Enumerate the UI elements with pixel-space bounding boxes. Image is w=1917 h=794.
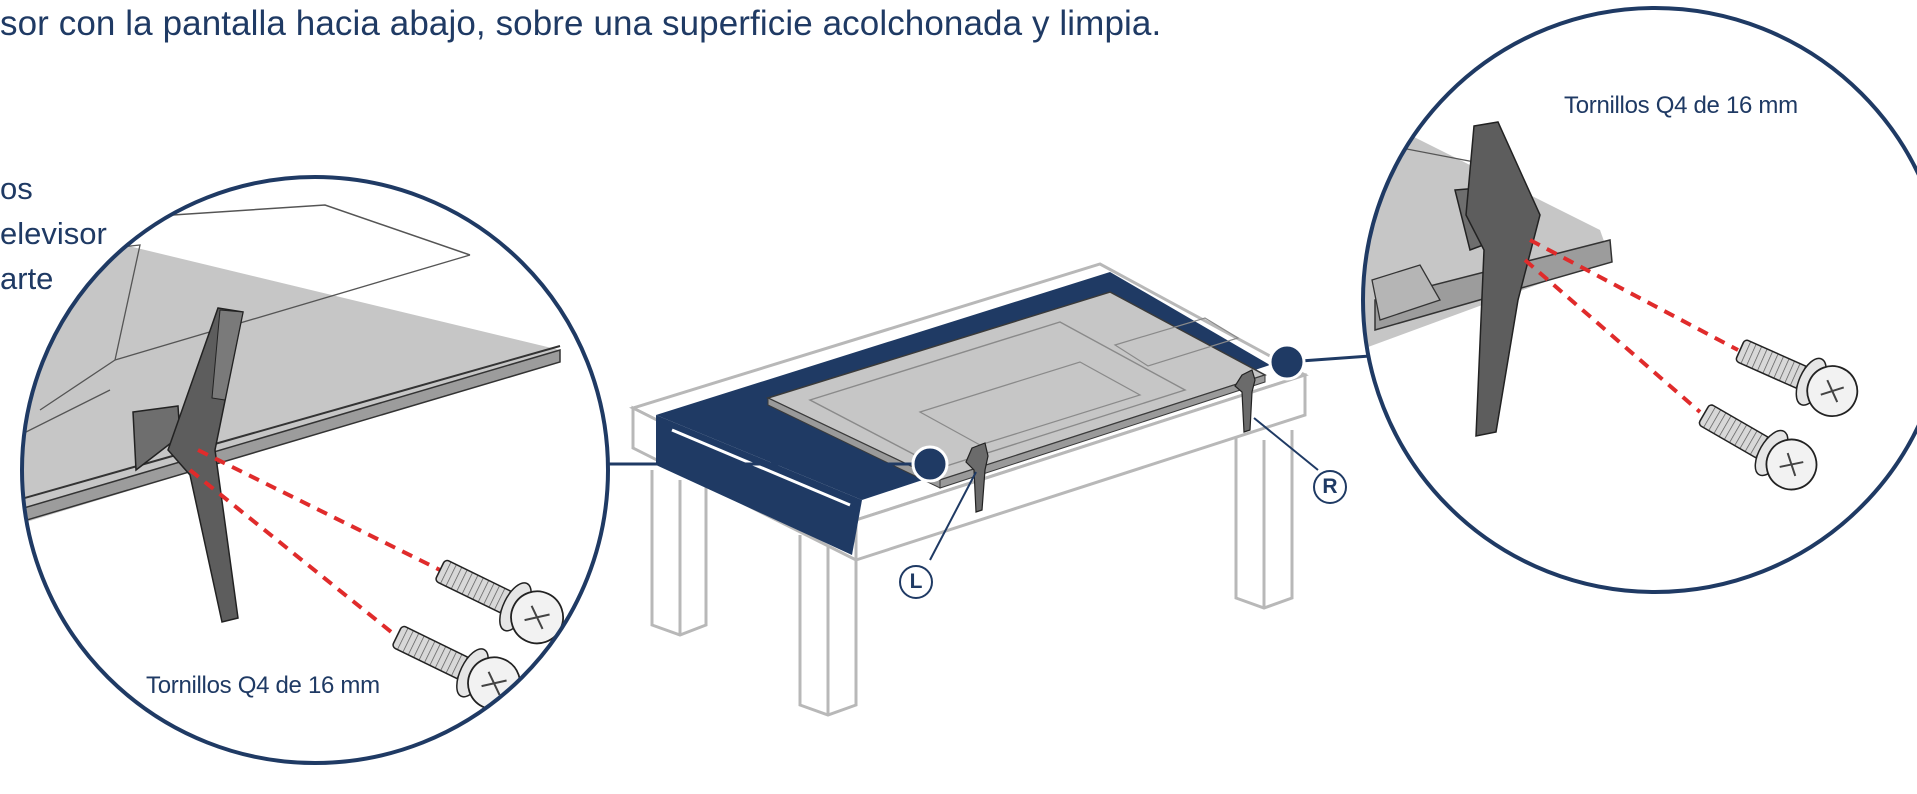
- right-detail-callout: [1361, 6, 1917, 594]
- screw-icon: [392, 625, 521, 711]
- screw-icon: [1698, 404, 1818, 491]
- right-stand-marker: R: [1313, 470, 1347, 504]
- left-stand-marker: L: [899, 565, 933, 599]
- left-callout-dot: [911, 445, 949, 483]
- left-detail-callout: [20, 175, 610, 765]
- side-text-line: os: [0, 171, 33, 206]
- left-screw-label: Tornillos Q4 de 16 mm: [146, 672, 380, 699]
- instruction-side-text: os elevisor arte: [0, 166, 107, 301]
- callout-connectors: [605, 343, 1371, 561]
- screw-icon: [1735, 339, 1859, 417]
- right-screw-label: Tornillos Q4 de 16 mm: [1564, 92, 1798, 119]
- screw-icon: [435, 559, 564, 645]
- side-text-line: arte: [0, 261, 54, 296]
- instruction-headline: sor con la pantalla hacia abajo, sobre u…: [0, 4, 1162, 43]
- side-text-line: elevisor: [0, 216, 107, 251]
- right-callout-dot: [1268, 343, 1306, 381]
